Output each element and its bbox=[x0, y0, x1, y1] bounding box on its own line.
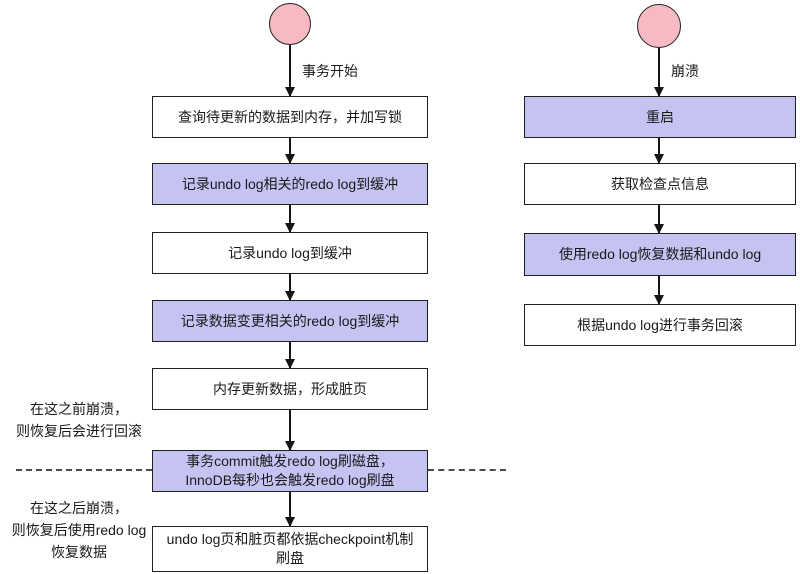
crash-divider-line-right bbox=[428, 469, 506, 471]
left-flow-step: 内存更新数据，形成脏页 bbox=[152, 368, 428, 410]
flow-arrow bbox=[289, 205, 291, 232]
flow-arrow bbox=[289, 492, 291, 526]
flow-arrow bbox=[658, 138, 660, 163]
edge-label-crash: 崩溃 bbox=[671, 63, 699, 79]
left-flow-step: 记录undo log相关的redo log到缓冲 bbox=[152, 163, 428, 205]
crash-divider-line-left bbox=[16, 469, 152, 471]
flow-arrow bbox=[289, 342, 291, 368]
left-flow-step: 查询待更新的数据到内存，并加写锁 bbox=[152, 96, 428, 138]
left-flow-step: 记录undo log到缓冲 bbox=[152, 232, 428, 274]
right-flow-step: 获取检查点信息 bbox=[524, 163, 796, 205]
left-flow-step: 记录数据变更相关的redo log到缓冲 bbox=[152, 300, 428, 342]
flow-arrow bbox=[658, 205, 660, 233]
flow-arrow bbox=[289, 410, 291, 450]
right-flow-step: 重启 bbox=[524, 96, 796, 138]
edge-label-transaction-start: 事务开始 bbox=[302, 63, 358, 79]
flow-arrow bbox=[289, 274, 291, 300]
right-flow-step: 使用redo log恢复数据和undo log bbox=[524, 233, 796, 276]
start-node-crash bbox=[637, 4, 681, 48]
flow-arrow bbox=[658, 276, 660, 304]
annotation-crash-before: 在这之前崩溃， 则恢复后会进行回滚 bbox=[16, 401, 142, 439]
left-flow-step: undo log页和脏页都依据checkpoint机制 刷盘 bbox=[152, 526, 428, 572]
start-node-transaction bbox=[269, 3, 311, 45]
annotation-crash-after: 在这之后崩溃， 则恢复后使用redo log 恢复数据 bbox=[11, 500, 147, 560]
flow-arrow bbox=[658, 48, 660, 96]
flow-arrow bbox=[289, 138, 291, 163]
right-flow-step: 根据undo log进行事务回滚 bbox=[524, 304, 796, 346]
flow-arrow bbox=[289, 45, 291, 96]
left-flow-step-commit: 事务commit触发redo log刷磁盘， InnoDB每秒也会触发redo … bbox=[152, 450, 428, 492]
